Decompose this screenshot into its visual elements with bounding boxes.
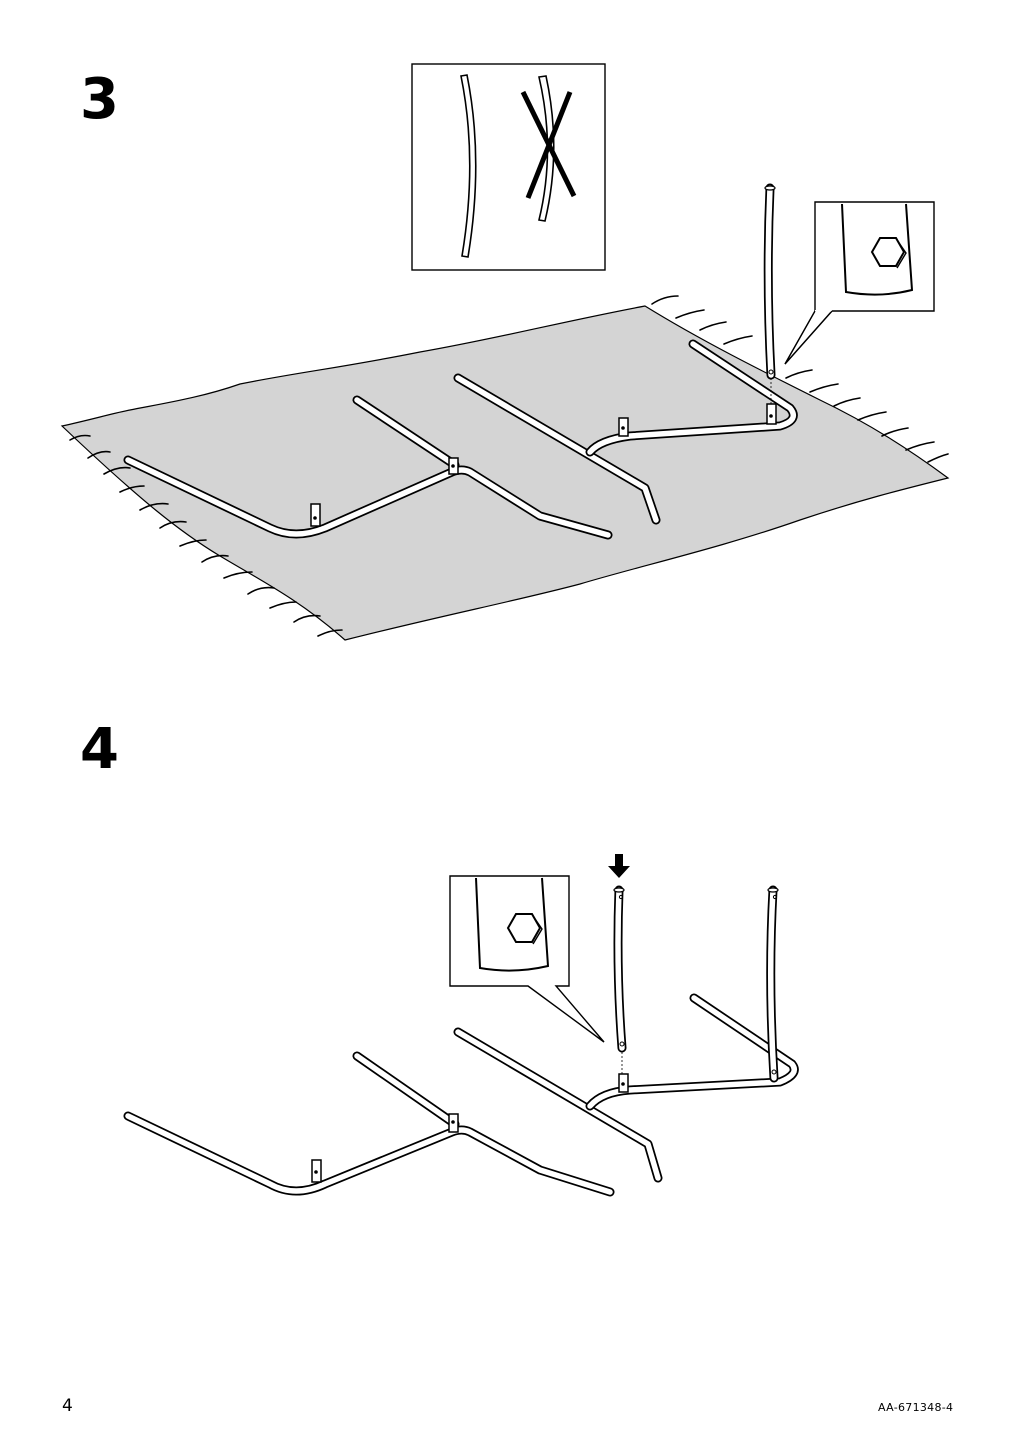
tube-orientation-inset [411,63,606,271]
base-frame [123,339,798,540]
document-code: AA-671348-4 [878,1401,954,1414]
upright-tube [763,183,776,404]
correct-tube-icon [460,74,477,258]
upright-tube [613,885,627,1074]
installed-upright-tube [766,885,779,1083]
step-3-illustration [60,63,950,641]
step-4-illustration [123,854,799,1197]
incorrect-tube-icon [520,75,577,222]
floor-mat [60,295,950,641]
base-frame [123,993,799,1197]
down-arrow-icon [608,854,630,878]
hole-detail-inset [784,201,935,365]
hole-detail-inset [449,875,605,1043]
hex-key-icon [506,913,543,945]
step-3-number: 3 [80,67,119,132]
hex-key-icon [870,237,907,269]
step-4-number: 4 [80,717,119,782]
page-number: 4 [62,1396,73,1416]
